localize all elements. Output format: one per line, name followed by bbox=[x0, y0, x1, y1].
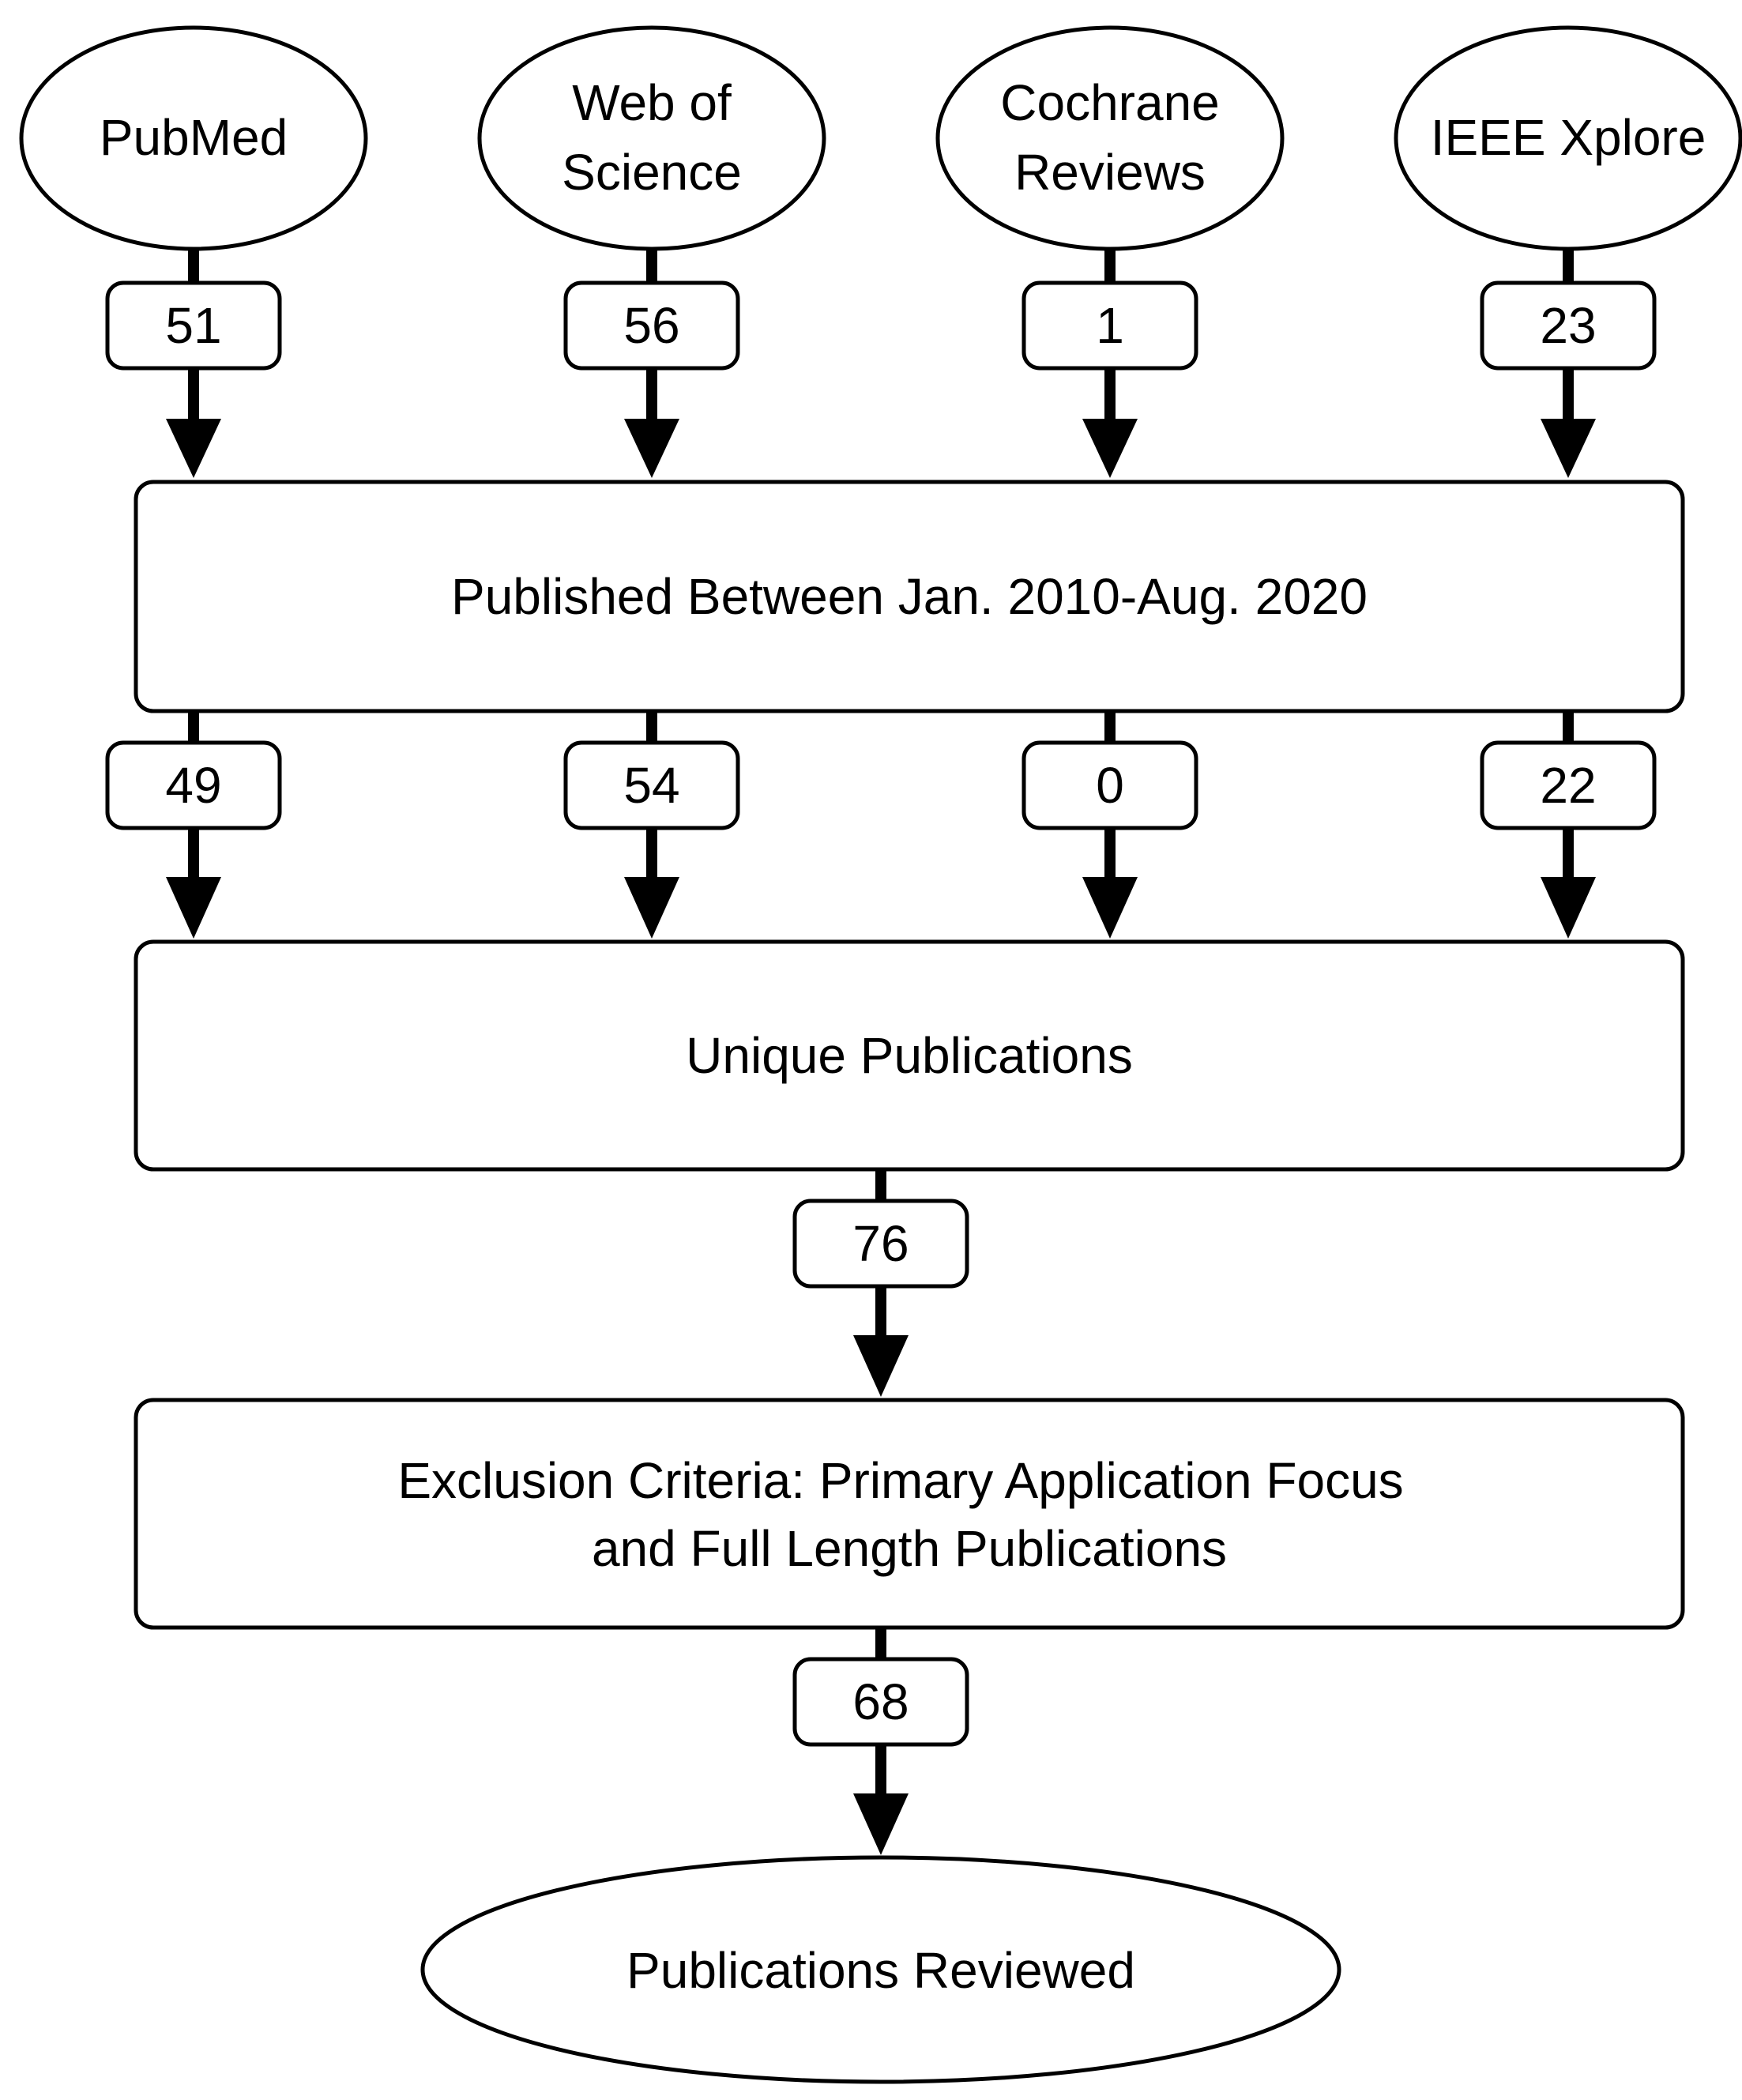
count-ieee-xplore: 23 bbox=[1540, 297, 1596, 354]
filtered-count-pubmed: 49 bbox=[165, 757, 221, 814]
source-label-ieee-xplore: IEEE Xplore bbox=[1431, 109, 1706, 166]
exclusion-criteria-node: Exclusion Criteria: Primary Application … bbox=[134, 1398, 1685, 1630]
filtered-count-cochrane-reviews: 0 bbox=[1096, 757, 1124, 814]
count-box-cochrane-reviews: 1 bbox=[1021, 280, 1198, 371]
filtered-count-web-of-science: 54 bbox=[623, 757, 679, 814]
filtered-counts: 49 54 0 22 bbox=[105, 740, 1657, 830]
final-count-box: 68 bbox=[792, 1657, 969, 1747]
arrowhead-cochrane-to-unique bbox=[1082, 877, 1138, 939]
arrowhead-exclusion-to-result bbox=[853, 1793, 909, 1855]
unique-publications-label: Unique Publications bbox=[686, 1027, 1133, 1084]
source-label-web-of-science-line-1: Web of bbox=[572, 74, 732, 131]
unique-count-box: 76 bbox=[792, 1199, 969, 1289]
source-label-cochrane-line-2: Reviews bbox=[1014, 144, 1206, 201]
count-box-pubmed: 51 bbox=[105, 280, 282, 371]
count-box-web-of-science: 56 bbox=[563, 280, 740, 371]
filtered-count-box-ieee-xplore: 22 bbox=[1480, 740, 1657, 830]
source-node-ieee-xplore: IEEE Xplore bbox=[1394, 25, 1742, 251]
filtered-count-ieee-xplore: 22 bbox=[1540, 757, 1596, 814]
arrowhead-ieee-to-date-filter bbox=[1541, 419, 1596, 478]
filtered-count-box-pubmed: 49 bbox=[105, 740, 282, 830]
arrowhead-ieee-to-unique bbox=[1541, 877, 1596, 939]
arrowhead-pubmed-to-unique bbox=[166, 877, 221, 939]
date-filter-label: Published Between Jan. 2010-Aug. 2020 bbox=[451, 568, 1368, 625]
exclusion-criteria-label-line-2: and Full Length Publications bbox=[592, 1520, 1227, 1577]
final-count: 68 bbox=[852, 1673, 909, 1730]
publications-reviewed-label: Publications Reviewed bbox=[626, 1942, 1135, 1999]
count-web-of-science: 56 bbox=[623, 297, 679, 354]
exclusion-criteria-label-line-1: Exclusion Criteria: Primary Application … bbox=[397, 1452, 1403, 1509]
source-node-cochrane-reviews: Cochrane Reviews bbox=[935, 25, 1285, 251]
arrowhead-unique-to-exclusion bbox=[853, 1335, 909, 1397]
arrowhead-pubmed-to-date-filter bbox=[166, 419, 221, 478]
source-node-pubmed: PubMed bbox=[19, 25, 368, 251]
date-filter-node: Published Between Jan. 2010-Aug. 2020 bbox=[134, 480, 1685, 713]
unique-publications-node: Unique Publications bbox=[134, 939, 1685, 1172]
arrowhead-cochrane-to-date-filter bbox=[1082, 419, 1138, 478]
count-cochrane-reviews: 1 bbox=[1096, 297, 1124, 354]
count-pubmed: 51 bbox=[165, 297, 221, 354]
count-box-ieee-xplore: 23 bbox=[1480, 280, 1657, 371]
arrowhead-web-of-science-to-unique bbox=[624, 877, 679, 939]
source-label-pubmed: PubMed bbox=[100, 109, 288, 166]
sources: PubMed Web of Science Cochrane Reviews I… bbox=[19, 25, 1742, 251]
source-label-cochrane-line-1: Cochrane bbox=[1000, 74, 1220, 131]
source-counts: 51 56 1 23 bbox=[105, 280, 1657, 371]
arrowhead-web-of-science-to-date-filter bbox=[624, 419, 679, 478]
source-label-web-of-science-line-2: Science bbox=[562, 144, 742, 201]
filtered-count-box-web-of-science: 54 bbox=[563, 740, 740, 830]
source-node-web-of-science: Web of Science bbox=[477, 25, 826, 251]
filtered-count-box-cochrane-reviews: 0 bbox=[1021, 740, 1198, 830]
unique-count: 76 bbox=[852, 1215, 909, 1272]
publications-reviewed-node: Publications Reviewed bbox=[420, 1855, 1341, 2084]
